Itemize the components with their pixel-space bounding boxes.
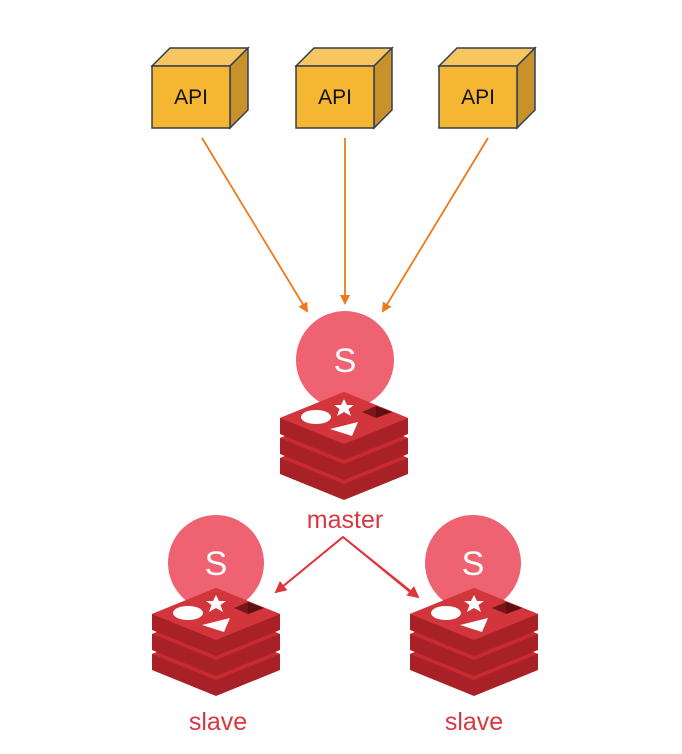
redis-icon: [410, 588, 538, 696]
edge-master-to-slave1: [274, 536, 344, 594]
api-cube-front: [151, 65, 231, 129]
slave-badge: [168, 515, 264, 611]
api-node-1: API: [150, 46, 250, 130]
slave-badge: [425, 515, 521, 611]
api-label: API: [174, 86, 208, 109]
replication-lines: [275, 535, 411, 593]
edge-api1-to-master: [201, 137, 309, 313]
edge-master-to-slave2: [342, 536, 420, 599]
slave-node-2: S slave: [410, 515, 538, 736]
master-badge-letter: S: [334, 342, 357, 380]
slave-label: slave: [445, 708, 503, 736]
redis-icon: [152, 588, 280, 696]
api-node-3: API: [437, 46, 537, 130]
master-label: master: [307, 506, 383, 534]
api-node-2: API: [294, 46, 394, 130]
edge-api3-to-master: [381, 137, 489, 313]
api-label: API: [318, 86, 352, 109]
slave-badge-letter: S: [205, 545, 228, 583]
slave-badge-letter: S: [462, 545, 485, 583]
slave-node-1: S slave: [152, 515, 280, 736]
master-badge: [296, 311, 394, 409]
api-cube-front: [438, 65, 518, 129]
api-cube-front: [295, 65, 375, 129]
slave-label: slave: [189, 708, 247, 736]
master-node: S master: [280, 311, 408, 534]
api-label: API: [461, 86, 495, 109]
redis-icon: [280, 392, 408, 500]
